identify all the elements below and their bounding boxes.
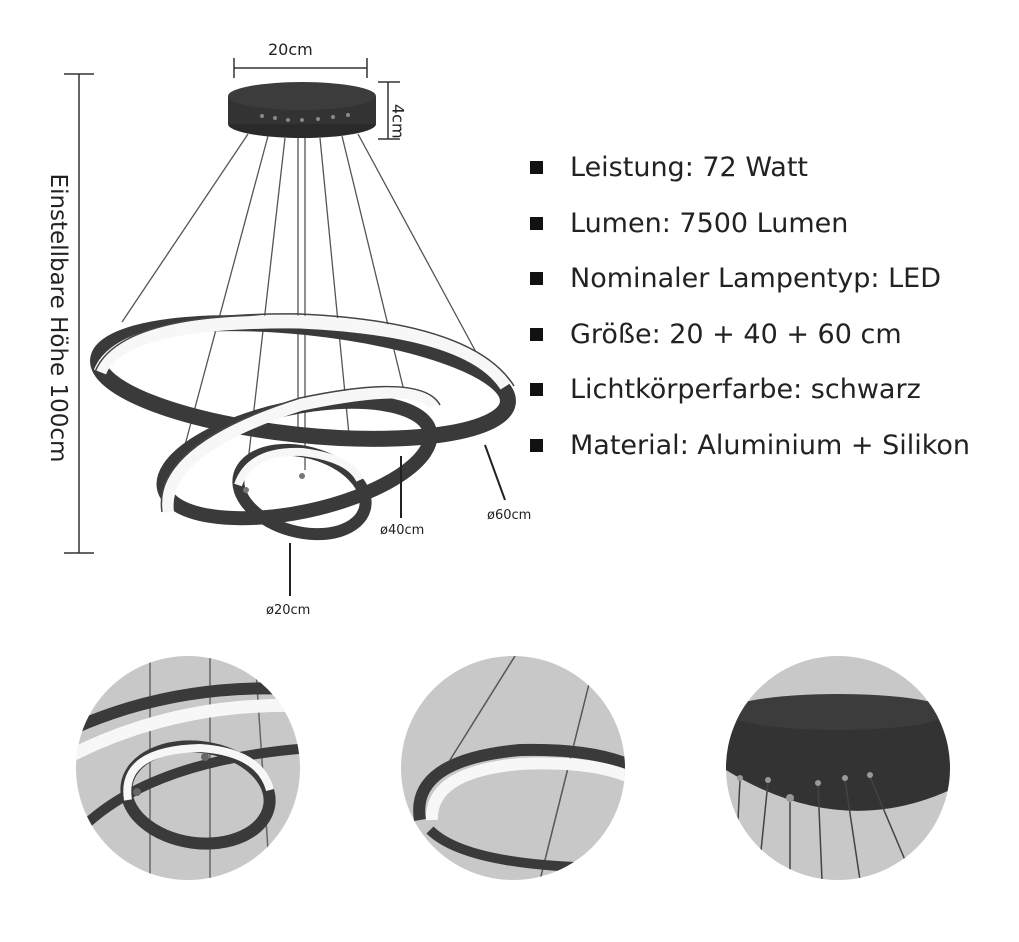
ring-large-diameter-label: ø60cm — [487, 508, 532, 523]
spec-text: Nominaler Lampentyp: LED — [570, 263, 941, 295]
spec-item-size: Größe: 20 + 40 + 60 cm — [530, 307, 970, 363]
suspension-wires — [121, 133, 491, 470]
spec-list: Leistung: 72 Watt Lumen: 7500 Lumen Nomi… — [530, 140, 970, 473]
bullet-square-icon — [530, 327, 543, 341]
detail-canopy-closeup — [726, 656, 950, 880]
canopy-height-dimension — [378, 81, 400, 140]
ring-small-diameter-label: ø20cm — [266, 603, 311, 618]
canopy-height-label: 4cm — [388, 104, 408, 139]
spec-item-material: Material: Aluminium + Silikon — [530, 418, 970, 474]
ceiling-canopy — [228, 82, 376, 138]
detail-rings-closeup — [76, 656, 300, 880]
adjustable-height-label: Einstellbare Höhe 100cm — [45, 173, 71, 463]
spec-item-color: Lichtkörperfarbe: schwarz — [530, 362, 970, 418]
spec-text: Lichtkörperfarbe: schwarz — [570, 374, 921, 406]
ring-small — [232, 443, 372, 541]
ring-medium — [156, 385, 441, 526]
bullet-square-icon — [530, 272, 543, 286]
spec-text: Material: Aluminium + Silikon — [570, 429, 971, 461]
spec-item-lamp-type: Nominaler Lampentyp: LED — [530, 251, 970, 307]
canopy-width-label: 20cm — [268, 40, 313, 59]
bullet-square-icon — [530, 216, 543, 230]
diameter-pointers — [289, 444, 506, 596]
spec-text: Leistung: 72 Watt — [570, 152, 809, 184]
ring-medium-diameter-label: ø40cm — [380, 523, 425, 538]
detail-ring-edge-closeup — [401, 656, 625, 880]
bullet-square-icon — [530, 438, 543, 452]
spec-item-power: Leistung: 72 Watt — [530, 140, 970, 196]
bullet-square-icon — [530, 161, 543, 175]
canopy-width-dimension — [233, 58, 368, 78]
spec-text: Lumen: 7500 Lumen — [570, 207, 849, 239]
bullet-square-icon — [530, 383, 543, 397]
spec-item-lumen: Lumen: 7500 Lumen — [530, 196, 970, 252]
spec-text: Größe: 20 + 40 + 60 cm — [570, 318, 902, 350]
ring-large — [90, 313, 516, 447]
height-dimension-line — [64, 73, 94, 554]
